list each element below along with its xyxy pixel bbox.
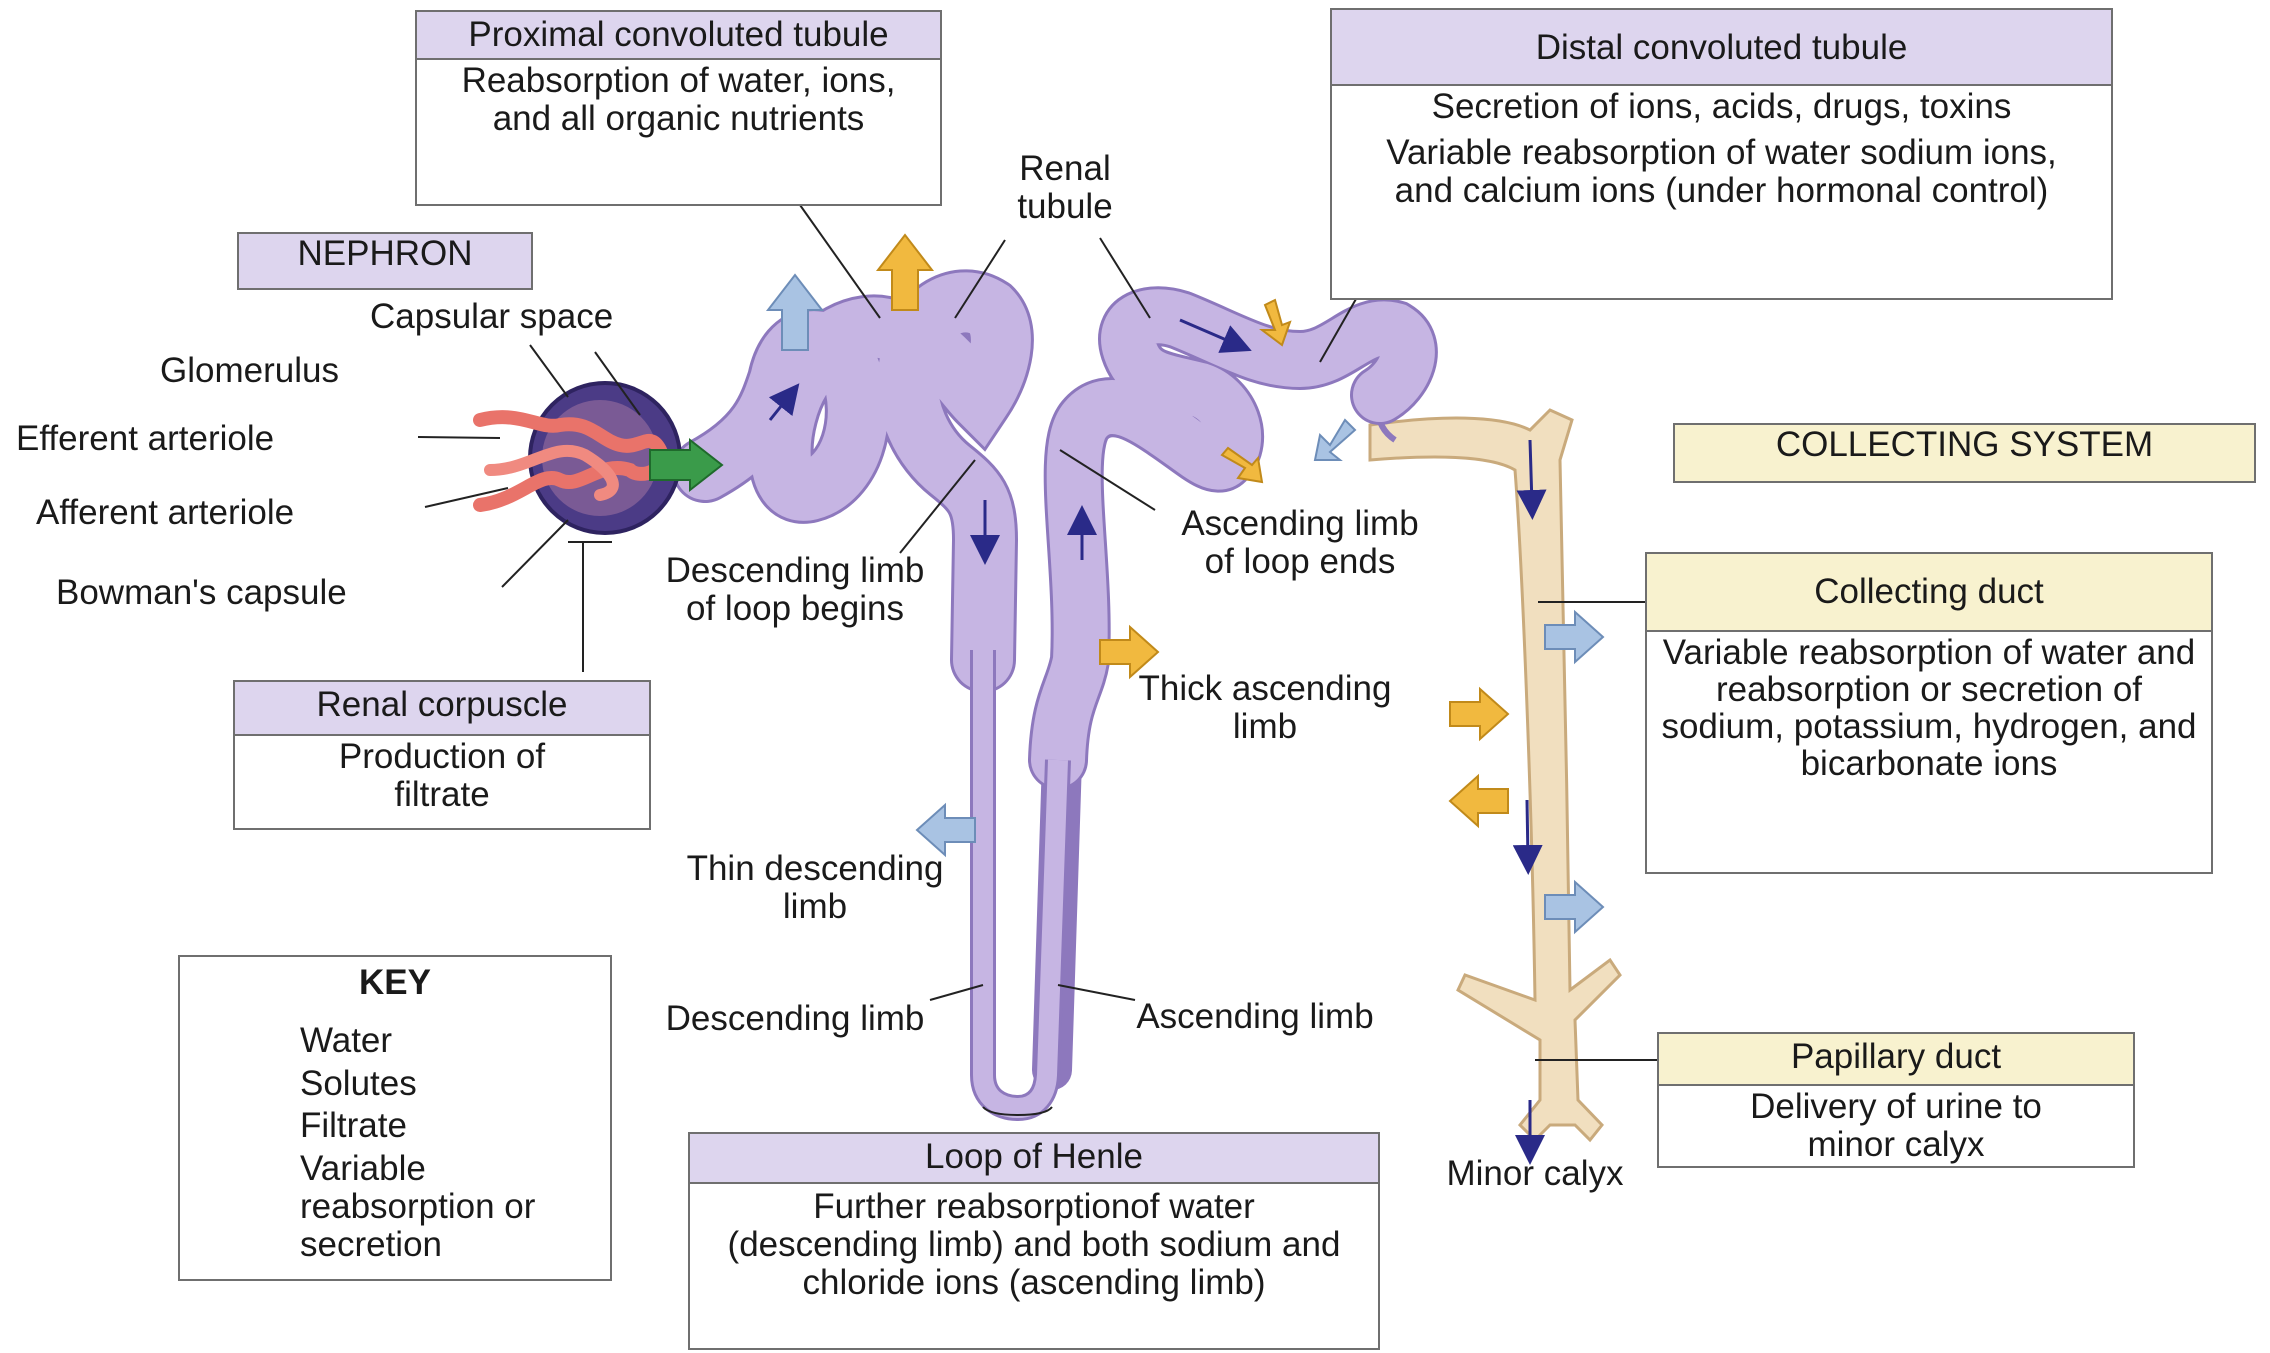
label-efferent-arteriole: Efferent arteriole — [16, 420, 274, 458]
renal-corpuscle-shape — [480, 383, 722, 533]
nephron-tag: NEPHRON — [237, 232, 533, 290]
key-item-variable: Variable reabsorption or secretion — [300, 1150, 600, 1264]
pct-box: Proximal convoluted tubule Reabsorption … — [415, 10, 942, 206]
label-minor-calyx: Minor calyx — [1440, 1155, 1630, 1193]
label-afferent-arteriole: Afferent arteriole — [36, 494, 294, 532]
key-item-filtrate: Filtrate — [300, 1107, 407, 1145]
dct-body-reabsorption: Variable reabsorption of water sodium io… — [1332, 128, 2111, 216]
label-glomerulus: Glomerulus — [160, 352, 339, 390]
key-item-solutes: Solutes — [300, 1065, 417, 1103]
label-descending-limb-begins: Descending limb of loop begins — [650, 552, 940, 628]
label-renal-tubule: Renal tubule — [985, 150, 1145, 226]
loop-of-henle-box: Loop of Henle Further reabsorptionof wat… — [688, 1132, 1380, 1350]
renal-corpuscle-box: Renal corpuscle Production of filtrate — [233, 680, 651, 830]
label-capsular-space: Capsular space — [370, 298, 613, 336]
renal-corpuscle-title: Renal corpuscle — [235, 682, 649, 736]
label-thin-descending-limb: Thin descending limb — [670, 850, 960, 926]
dct-title: Distal convoluted tubule — [1332, 10, 2111, 86]
pct-title: Proximal convoluted tubule — [417, 12, 940, 60]
collecting-duct-title: Collecting duct — [1647, 554, 2211, 632]
key-legend: KEY Water Solutes Filtrate Variable reab… — [178, 955, 612, 1281]
dct-box: Distal convoluted tubule Secretion of io… — [1330, 8, 2113, 300]
key-title: KEY — [180, 963, 610, 1003]
collecting-duct-body: Variable reabsorption of water and reabs… — [1647, 632, 2211, 784]
collecting-duct-box: Collecting duct Variable reabsorption of… — [1645, 552, 2213, 874]
loop-of-henle-title: Loop of Henle — [690, 1134, 1378, 1184]
label-descending-limb: Descending limb — [650, 1000, 940, 1038]
label-thick-ascending-limb: Thick ascending limb — [1130, 670, 1400, 746]
label-bowmans-capsule: Bowman's capsule — [56, 574, 347, 612]
papillary-duct-box: Papillary duct Delivery of urine to mino… — [1657, 1032, 2135, 1168]
label-ascending-limb: Ascending limb — [1125, 998, 1385, 1036]
renal-corpuscle-body: Production of filtrate — [235, 736, 649, 816]
papillary-duct-title: Papillary duct — [1659, 1034, 2133, 1086]
label-ascending-limb-ends: Ascending limb of loop ends — [1165, 505, 1435, 581]
loop-of-henle-body: Further reabsorptionof water (descending… — [690, 1184, 1378, 1306]
dct-body-secretion: Secretion of ions, acids, drugs, toxins — [1332, 86, 2111, 128]
pct-body: Reabsorption of water, ions, and all org… — [417, 60, 940, 140]
key-item-water: Water — [300, 1022, 392, 1060]
collecting-system-tag: COLLECTING SYSTEM — [1673, 423, 2256, 483]
papillary-duct-body: Delivery of urine to minor calyx — [1659, 1086, 2133, 1166]
